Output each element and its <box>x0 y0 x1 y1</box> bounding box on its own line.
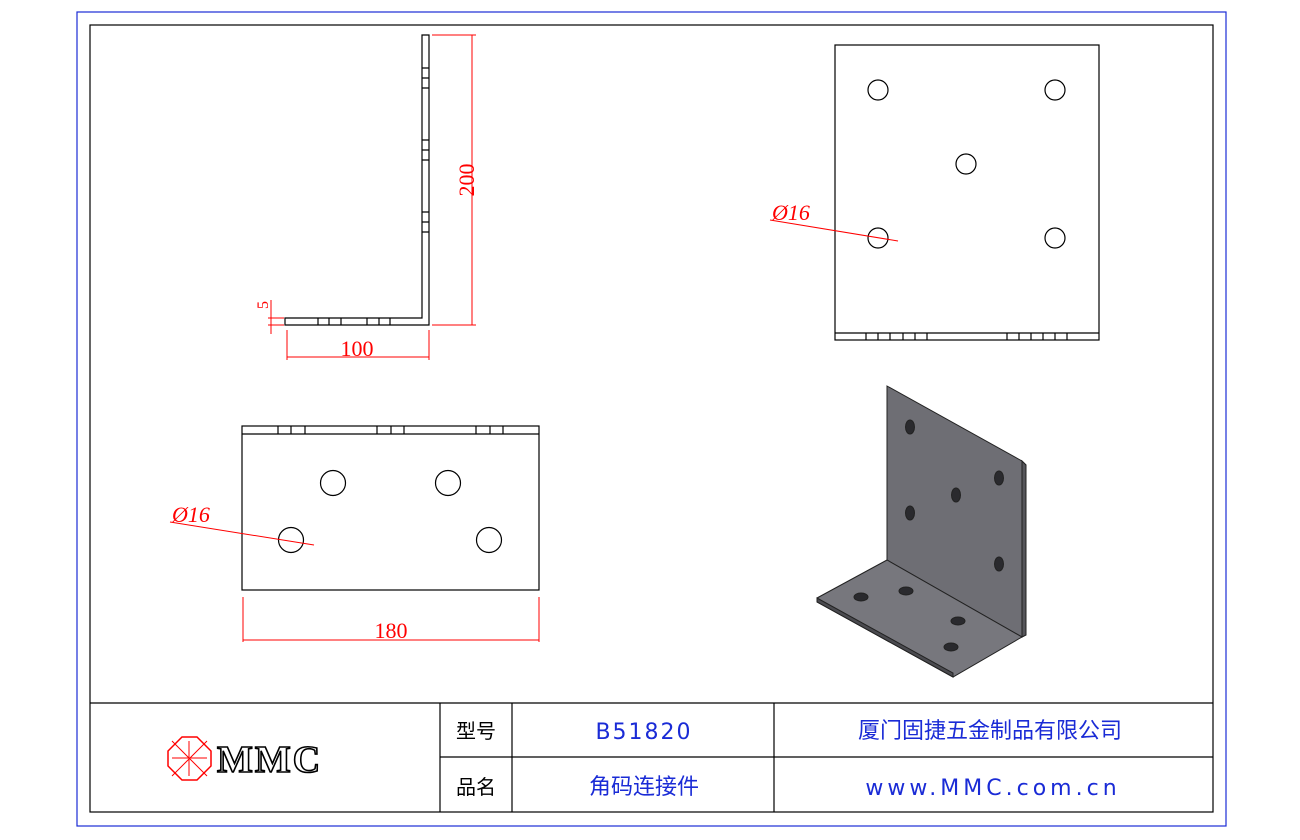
name-value: 角码连接件 <box>589 775 699 800</box>
hole-diameter-dimension: Ø16 <box>171 502 210 527</box>
front-view: Ø16 <box>769 44 1100 341</box>
hole <box>319 469 347 497</box>
hole <box>277 526 305 554</box>
hole <box>955 153 977 175</box>
model-value: B51820 <box>595 720 692 745</box>
side-view: 200 100 5 <box>255 34 479 361</box>
width-dimension: 100 <box>341 336 374 361</box>
isometric-view <box>816 385 1027 678</box>
company-name: 厦门固捷五金制品有限公司 <box>858 719 1122 744</box>
hole-diameter-dimension: Ø16 <box>771 200 810 225</box>
height-dimension: 200 <box>454 164 479 197</box>
hole <box>1044 227 1066 249</box>
hole <box>1044 79 1066 101</box>
hole <box>434 469 462 497</box>
thickness-dimension: 5 <box>255 301 272 309</box>
inner-border <box>89 24 1214 813</box>
bottom-view: Ø16 180 <box>169 425 540 643</box>
hole <box>475 526 503 554</box>
hole <box>867 79 889 101</box>
title-block: MMC 型号 B51820 厦门固捷五金制品有限公司 品名 角码连接件 www.… <box>90 702 1213 812</box>
outer-border <box>76 11 1227 827</box>
logo-text: MMC <box>217 739 322 781</box>
model-label: 型号 <box>456 719 496 743</box>
name-label: 品名 <box>456 775 496 799</box>
mmc-logo: MMC <box>167 736 322 782</box>
width-dimension: 180 <box>375 618 408 643</box>
website: www.MMC.com.cn <box>865 776 1120 801</box>
